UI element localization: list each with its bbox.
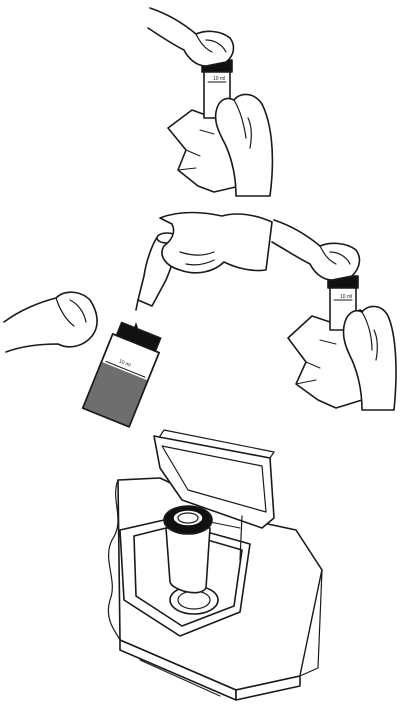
upper-hand-right — [272, 220, 359, 280]
step2-add-drops: 10 ml — [4, 213, 272, 427]
vial-right-label: 10 ml — [340, 294, 352, 300]
dropper-hand — [160, 213, 272, 273]
vial-left: 10 ml — [83, 321, 165, 427]
vial-top-label: 10 ml — [213, 76, 225, 82]
vial-insert — [164, 506, 212, 593]
step3-wipe-vial: 10 ml — [272, 220, 396, 410]
upper-hand-top — [148, 8, 233, 66]
step1-wipe-vial: 10 ml — [148, 8, 272, 196]
step4-insert-vial — [108, 430, 322, 700]
vial-left-hand — [4, 292, 97, 352]
